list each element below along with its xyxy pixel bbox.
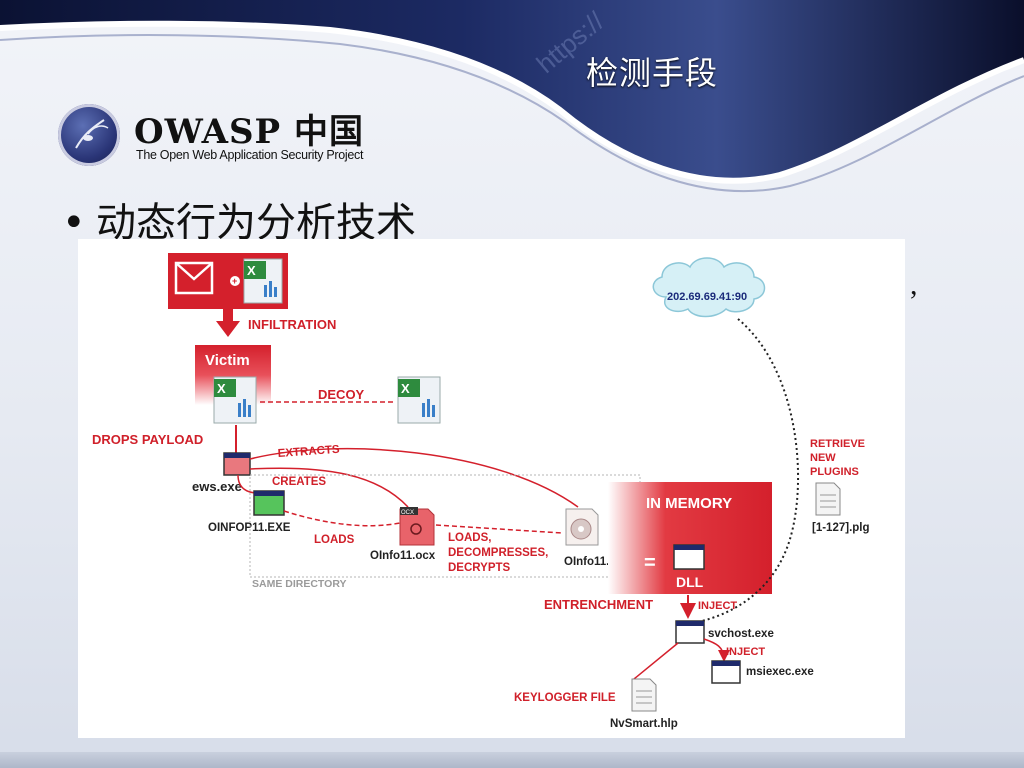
label-inject-1: INJECT — [698, 600, 737, 612]
label-infiltration: INFILTRATION — [248, 317, 336, 332]
svchost-window-icon — [675, 620, 705, 644]
label-plg: [1-127].plg — [812, 522, 870, 534]
label-in-memory: IN MEMORY — [646, 495, 732, 512]
dll-window-icon — [673, 544, 705, 570]
bullet-point: •动态行为分析技术 — [62, 190, 416, 248]
in-memory-panel — [608, 482, 772, 594]
label-decoy: DECOY — [318, 387, 365, 402]
plugin-file-icon — [815, 482, 841, 516]
label-loads-decompress-3: DECRYPTS — [448, 562, 511, 574]
header-banner: https:// — [0, 0, 1024, 193]
footer-band — [0, 752, 1024, 768]
bullet-dot-icon: • — [62, 200, 86, 246]
svg-text:X: X — [217, 381, 226, 396]
svg-text:+: + — [232, 276, 237, 286]
owasp-logo: OWASP 中国 The Open Web Application Securi… — [58, 100, 363, 170]
stray-mark: , — [910, 268, 918, 301]
ocx-file-icon: OCX — [399, 507, 435, 546]
svg-text:OCX: OCX — [401, 510, 414, 516]
cloud-server-icon — [652, 257, 766, 318]
msiexec-window-icon — [711, 660, 741, 684]
label-loads: LOADS — [314, 534, 355, 546]
label-oinfop: OINFOP11.EXE — [208, 522, 291, 534]
malware-flow-diagram: + X INFILTRATION Victim X DECOY X DROPS … — [78, 239, 905, 738]
label-ews-exe: ews.exe — [192, 479, 242, 494]
label-loads-decompress-1: LOADS, — [448, 532, 491, 544]
bullet-text: 动态行为分析技术 — [96, 200, 416, 246]
slide-title: 检测手段 — [586, 54, 719, 92]
ews-exe-window-icon — [223, 452, 251, 476]
logo-subtitle: The Open Web Application Security Projec… — [136, 148, 364, 162]
label-keylogger: KEYLOGGER FILE — [514, 692, 616, 704]
svg-text:X: X — [401, 381, 410, 396]
label-inject-2: INJECT — [726, 646, 765, 658]
iso-disc-file-icon — [565, 508, 599, 546]
label-cloud-ip-text: 202.69.69.41:90 — [667, 291, 747, 303]
label-same-directory: SAME DIRECTORY — [252, 578, 347, 590]
label-loads-decompress-2: DECOMPRESSES, — [448, 547, 548, 559]
logo-name: OWASP 中国 — [134, 112, 364, 152]
victim-excel-file-icon: X — [213, 376, 257, 424]
label-creates: CREATES — [272, 476, 326, 488]
label-retrieve-3: PLUGINS — [810, 466, 859, 478]
label-victim: Victim — [205, 352, 250, 369]
owasp-wasp-icon — [58, 104, 120, 166]
label-drops-payload: DROPS PAYLOAD — [92, 432, 203, 447]
envelope-icon — [174, 261, 214, 295]
label-msiexec: msiexec.exe — [746, 666, 814, 678]
label-extracts: EXTRACTS — [277, 444, 340, 460]
label-ocx-name: OInfo11.ocx — [370, 550, 436, 562]
label-entrenchment: ENTRENCHMENT — [544, 597, 653, 612]
decoy-excel-file-icon: X — [397, 376, 441, 424]
excel-file-icon: X — [243, 258, 283, 304]
label-retrieve-1: RETRIEVE — [810, 438, 865, 450]
oinfop-window-icon — [253, 490, 285, 516]
label-retrieve-2: NEW — [810, 452, 836, 464]
label-dll: DLL — [676, 574, 704, 590]
svg-text:X: X — [247, 263, 256, 278]
label-nvsmart: NvSmart.hlp — [610, 718, 678, 730]
label-svchost: svchost.exe — [708, 628, 774, 640]
email-attachment-block: + X — [168, 253, 288, 309]
label-equals: = — [644, 552, 656, 574]
keylogger-file-icon — [631, 678, 657, 712]
